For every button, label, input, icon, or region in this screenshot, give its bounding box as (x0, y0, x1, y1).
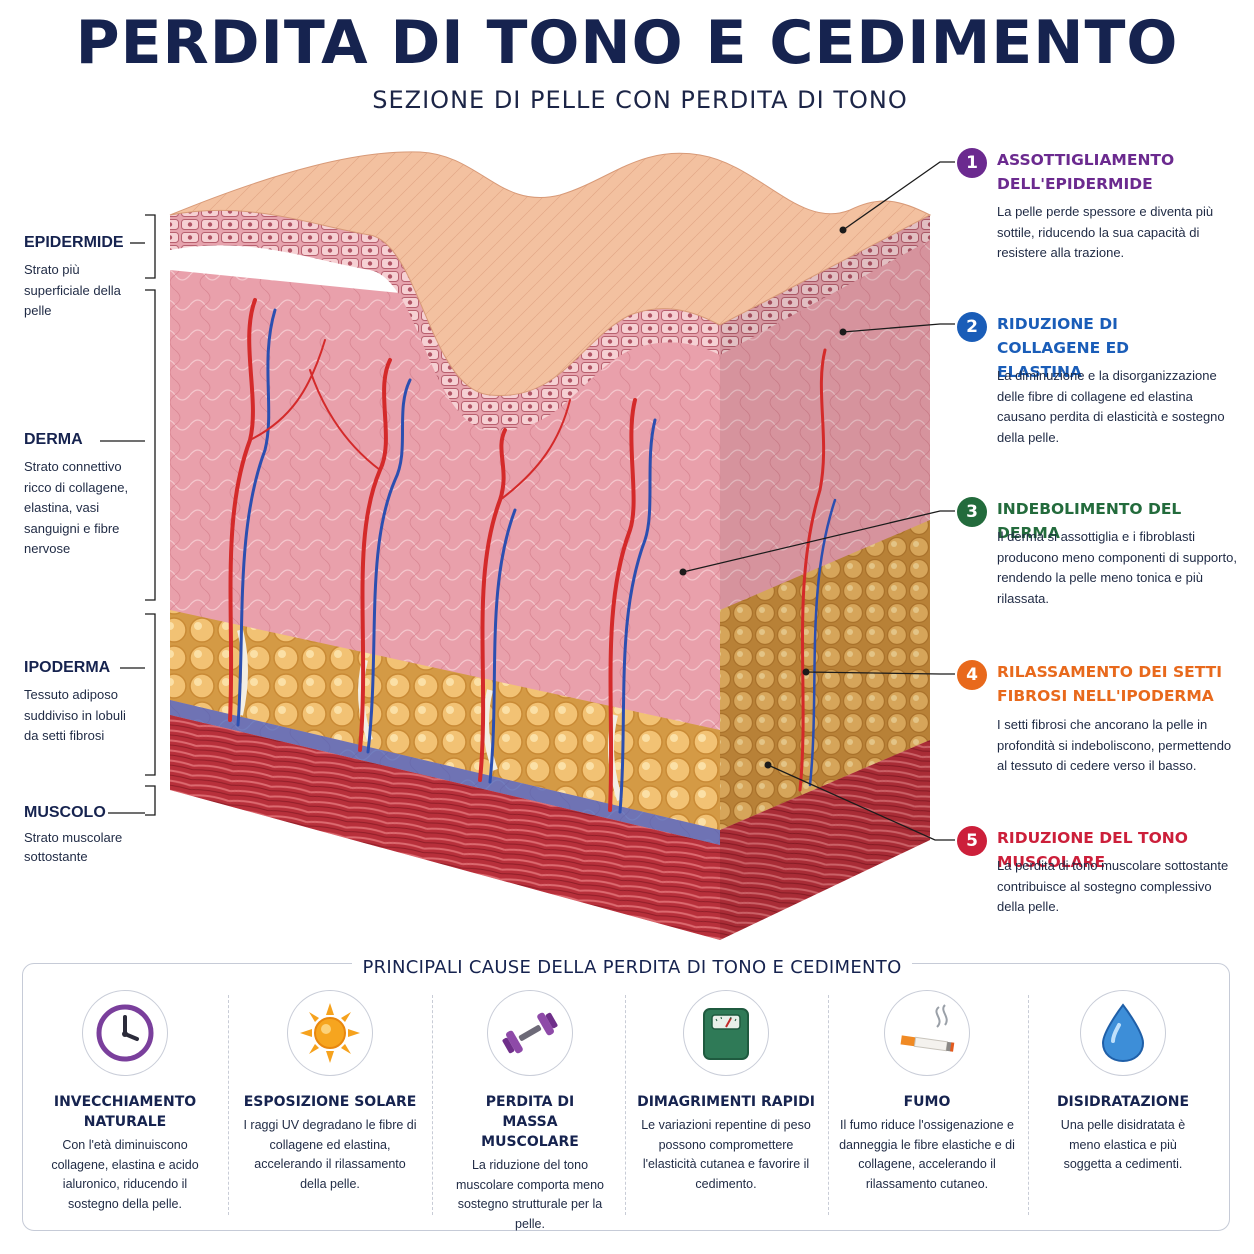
cause-text: La riduzione del tono muscolare comporta… (456, 1158, 604, 1231)
causes-section-title: PRINCIPALI CAUSE DELLA PERDITA DI TONO E… (0, 957, 1254, 978)
divider (228, 995, 229, 1215)
page-title: PERDITA DI TONO E CEDIMENTO (75, 8, 1179, 78)
layer-desc: Strato connettivo ricco di collagene, el… (24, 459, 129, 556)
cause-text: Il fumo riduce l'ossigenazione e dannegg… (839, 1118, 1015, 1191)
layer-name: IPODERMA (24, 659, 111, 676)
water-drop-icon (1080, 990, 1166, 1076)
layer-name: DERMA (24, 431, 83, 448)
cause-esposizione-solare: ESPOSIZIONE SOLARE I raggi UV degradano … (232, 990, 428, 1194)
cause-dimagrimenti-rapidi: DIMAGRIMENTI RAPIDI Le variazioni repent… (628, 990, 824, 1194)
cause-title: ESPOSIZIONE SOLARE (243, 1094, 417, 1110)
callout-number-badge: 2 (957, 312, 987, 342)
scale-icon (683, 990, 769, 1076)
callout-title: RIDUZIONE DI COLLAGENE ED ELASTINA (997, 315, 1130, 381)
callout-title: ASSOTTIGLIAMENTO DELL'EPIDERMIDE (997, 151, 1175, 193)
callout-text: La diminuzione e la disorganizzazione de… (997, 368, 1225, 445)
cause-title: DIMAGRIMENTI RAPIDI (637, 1094, 815, 1110)
cause-text: Con l'età diminuiscono collagene, elasti… (51, 1138, 199, 1211)
page-subtitle: SEZIONE DI PELLE CON PERDITA DI TONO (372, 86, 908, 114)
cause-invecchiamento: INVECCHIAMENTO NATURALE Con l'età diminu… (27, 990, 223, 1214)
clock-icon (82, 990, 168, 1076)
cause-text: I raggi UV degradano le fibre di collage… (243, 1118, 417, 1191)
layer-desc: Strato più superficiale della pelle (24, 262, 121, 318)
layer-name: EPIDERMIDE (24, 234, 124, 251)
cause-title: FUMO (903, 1094, 951, 1110)
divider (625, 995, 626, 1215)
cause-title: INVECCHIAMENTO NATURALE (53, 1094, 197, 1130)
callout-number-badge: 4 (957, 660, 987, 690)
divider (828, 995, 829, 1215)
callout-number-badge: 1 (957, 148, 987, 178)
layer-label-ipoderma: IPODERMA Tessuto adiposo suddiviso in lo… (24, 659, 154, 747)
cause-text: Una pelle disidratata è meno elastica e … (1060, 1118, 1186, 1171)
cause-disidratazione: DISIDRATAZIONE Una pelle disidratata è m… (1025, 990, 1221, 1175)
layer-desc: Strato muscolare sottostante (24, 830, 123, 864)
layer-name: MUSCOLO (24, 804, 106, 821)
dumbbell-icon (487, 990, 573, 1076)
cause-text: Le variazioni repentine di peso possono … (641, 1118, 811, 1191)
layer-label-epidermide: EPIDERMIDE Strato più superficiale della… (24, 234, 154, 322)
sun-icon (287, 990, 373, 1076)
callout-text: La perdita di tono muscolare sottostante… (997, 858, 1229, 914)
causes-title-text: PRINCIPALI CAUSE DELLA PERDITA DI TONO E… (352, 957, 912, 978)
cause-perdita-massa-muscolare: PERDITA DI MASSA MUSCOLARE La riduzione … (432, 990, 628, 1234)
callout-title: RILASSAMENTO DEI SETTI FIBROSI NELL'IPOD… (997, 663, 1222, 705)
callout-text: La pelle perde spessore e diventa più so… (997, 204, 1214, 260)
cause-title: DISIDRATAZIONE (1056, 1094, 1190, 1110)
layer-label-muscolo: MUSCOLO Strato muscolare sottostante (24, 804, 154, 866)
callout-title: INDEBOLIMENTO DEL DERMA (997, 500, 1182, 542)
divider (1028, 995, 1029, 1215)
callout-title: RIDUZIONE DEL TONO MUSCOLARE (997, 829, 1188, 871)
callout-text: I setti fibrosi che ancorano la pelle in… (997, 717, 1232, 773)
divider (432, 995, 433, 1215)
callout-text: Il derma si assottiglia e i fibroblasti … (997, 529, 1237, 606)
layer-label-derma: DERMA Strato connettivo ricco di collage… (24, 431, 154, 560)
skin-cross-section-illustration (169, 151, 932, 940)
callout-number-badge: 5 (957, 826, 987, 856)
cigarette-icon (884, 990, 970, 1076)
cause-fumo: FUMO Il fumo riduce l'ossigenazione e da… (829, 990, 1025, 1194)
cause-title: PERDITA DI MASSA MUSCOLARE (481, 1094, 579, 1150)
callout-number-badge: 3 (957, 497, 987, 527)
layer-desc: Tessuto adiposo suddiviso in lobuli da s… (24, 687, 126, 743)
